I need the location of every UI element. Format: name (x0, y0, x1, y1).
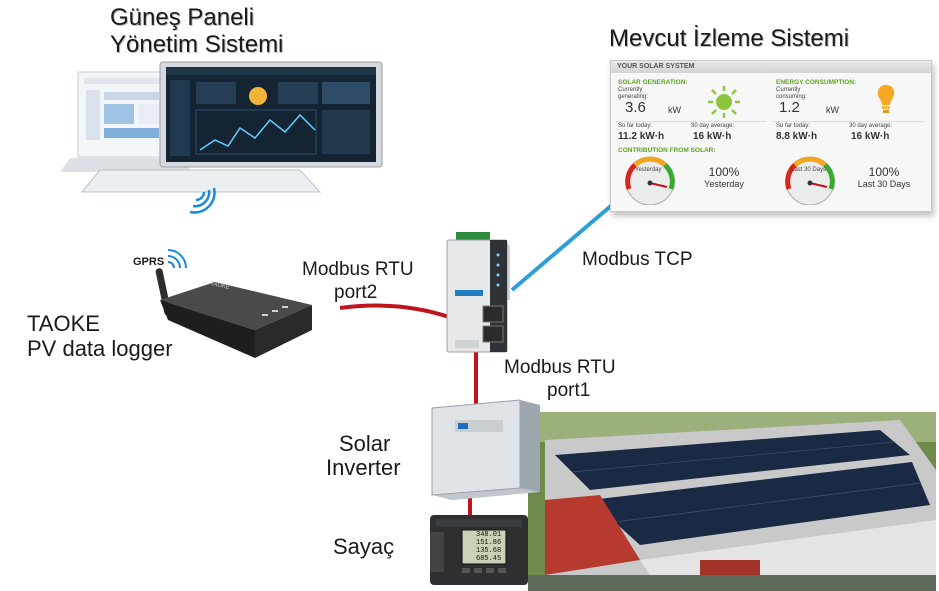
gen-30-day-avg-label: 30 day average: (691, 123, 735, 129)
solar-generation-heading: SOLAR GENERATION: (618, 79, 688, 86)
contribution-heading: CONTRIBUTION FROM SOLAR: (618, 147, 716, 154)
con-30-day-avg-label: 30 day average: (849, 123, 893, 129)
sun-icon (708, 86, 740, 118)
gateway-terminal-block (456, 232, 490, 242)
modbus-rtu-port1-line2: port1 (547, 380, 591, 401)
monitoring-title: Mevcut İzleme Sistemi (609, 25, 850, 52)
gprs-label: GPRS (133, 256, 165, 268)
con-30-day-avg-value: 16 kW·h (851, 131, 890, 142)
logger-body-side (255, 305, 312, 358)
management-title-line2: Yönetim Sistemi (110, 31, 284, 58)
ethernet-port-2 (482, 325, 504, 343)
wifi-icon (189, 187, 216, 214)
inverter-label-line2: Inverter (326, 455, 401, 480)
generating-unit: kW (668, 105, 681, 115)
con-so-far-today-value: 8.8 kW·h (776, 131, 818, 142)
energy-consumption-heading: ENERGY CONSUMPTION: (776, 79, 857, 86)
gen-30-day-avg-value: 16 kW·h (693, 131, 732, 142)
signal-icon (167, 249, 187, 269)
logger-label-line1: TAOKE (27, 311, 100, 336)
gateway-logo (455, 290, 483, 296)
roof-panels-row1 (555, 430, 910, 490)
ethernet-port-1 (482, 305, 504, 323)
meter-readings: 348.01 151.86 135.68 685.45 (476, 531, 501, 563)
laptop (60, 71, 192, 172)
solar-monitoring-panel: YOUR SOLAR SYSTEM SOLAR GENERATION: Curr… (610, 60, 932, 212)
consuming-value: 1.2 (779, 99, 800, 116)
modbus-rtu-port2-line1: Modbus RTU (302, 259, 414, 280)
modbus-rtu-port2-line2: port2 (334, 282, 378, 303)
gauge1-caption: Yesterday (704, 179, 744, 189)
generating-value: 3.6 (625, 99, 646, 116)
lightbulb-icon (877, 85, 895, 113)
currently-generating-label: Currently generating: (618, 87, 649, 100)
gauge2-caption: Last 30 Days (857, 179, 911, 189)
con-so-far-today-label: So far today: (776, 123, 811, 129)
logger-label-line2: PV data logger (27, 336, 173, 361)
meter-reading: 151.86 (476, 539, 502, 547)
modbus-rtu-port2-line (339, 303, 453, 320)
logger-body-front (160, 300, 255, 358)
monitor (159, 61, 383, 168)
gauge1-pct: 100% (708, 165, 740, 179)
logger-body-top (160, 282, 312, 330)
gauge1-label: Yesterday (635, 167, 662, 173)
modbus-rtu-port1-line1: Modbus RTU (504, 357, 616, 378)
management-title-line1: Güneş Paneli (110, 4, 255, 31)
gauge-last-30-days (785, 156, 835, 205)
meter-reading: 685.45 (476, 555, 502, 563)
gauge2-label: Last 30 Days (791, 167, 827, 173)
keyboard (80, 169, 322, 193)
inverter-logo (458, 423, 468, 429)
gen-so-far-today-label: So far today: (618, 123, 653, 129)
panel-header: YOUR SOLAR SYSTEM (611, 61, 931, 73)
gen-so-far-today-value: 11.2 kW·h (618, 131, 665, 142)
modbus-tcp-label: Modbus TCP (582, 249, 693, 270)
gateway-leds (496, 253, 500, 287)
gauge2-pct: 100% (868, 165, 900, 179)
meter-label: Sayaç (333, 534, 395, 559)
consuming-unit: kW (826, 105, 839, 115)
logger-leds (262, 306, 288, 316)
inverter-label-line1: Solar (339, 431, 391, 456)
gauge-yesterday (625, 156, 675, 205)
meter-display (461, 529, 507, 565)
currently-consuming-label: Currently consuming: (776, 87, 807, 100)
meter-buttons (462, 568, 506, 573)
meter-reading: 348.01 (476, 531, 502, 539)
modbus-tcp-line (510, 203, 614, 292)
meter-reading: 135.68 (476, 547, 502, 555)
